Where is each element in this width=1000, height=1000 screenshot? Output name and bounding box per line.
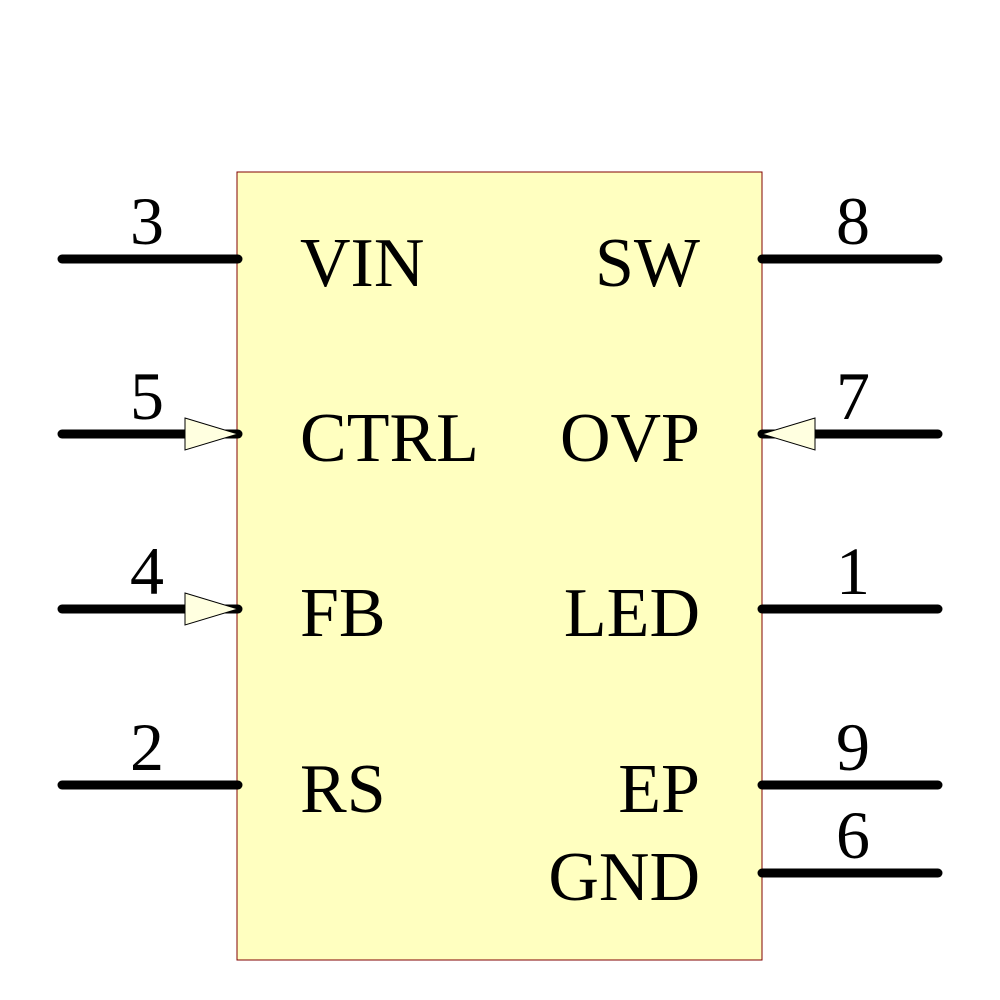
pin-number-rs: 2 (130, 709, 164, 785)
pin-number-ep: 9 (836, 709, 870, 785)
pin-number-sw: 8 (836, 183, 870, 259)
pin-number-gnd: 6 (836, 797, 870, 873)
pin-name-ep: EP (618, 751, 700, 828)
pin-number-ovp: 7 (836, 358, 870, 434)
pin-number-vin: 3 (130, 183, 164, 259)
input-arrow-ovp (760, 417, 816, 451)
pin-name-fb: FB (300, 575, 386, 652)
pin-name-gnd: GND (548, 839, 700, 916)
pin-name-rs: RS (300, 751, 386, 828)
input-arrow-fb (184, 592, 240, 626)
pin-number-ctrl: 5 (130, 358, 164, 434)
ic-body (236, 171, 763, 961)
pin-name-led: LED (564, 575, 700, 652)
pin-number-fb: 4 (130, 533, 164, 609)
pin-name-ovp: OVP (560, 400, 700, 477)
pin-number-led: 1 (836, 533, 870, 609)
pin-name-vin: VIN (300, 225, 424, 302)
pin-name-sw: SW (595, 225, 700, 302)
pin-name-ctrl: CTRL (300, 400, 479, 477)
input-arrow-ctrl (184, 417, 240, 451)
